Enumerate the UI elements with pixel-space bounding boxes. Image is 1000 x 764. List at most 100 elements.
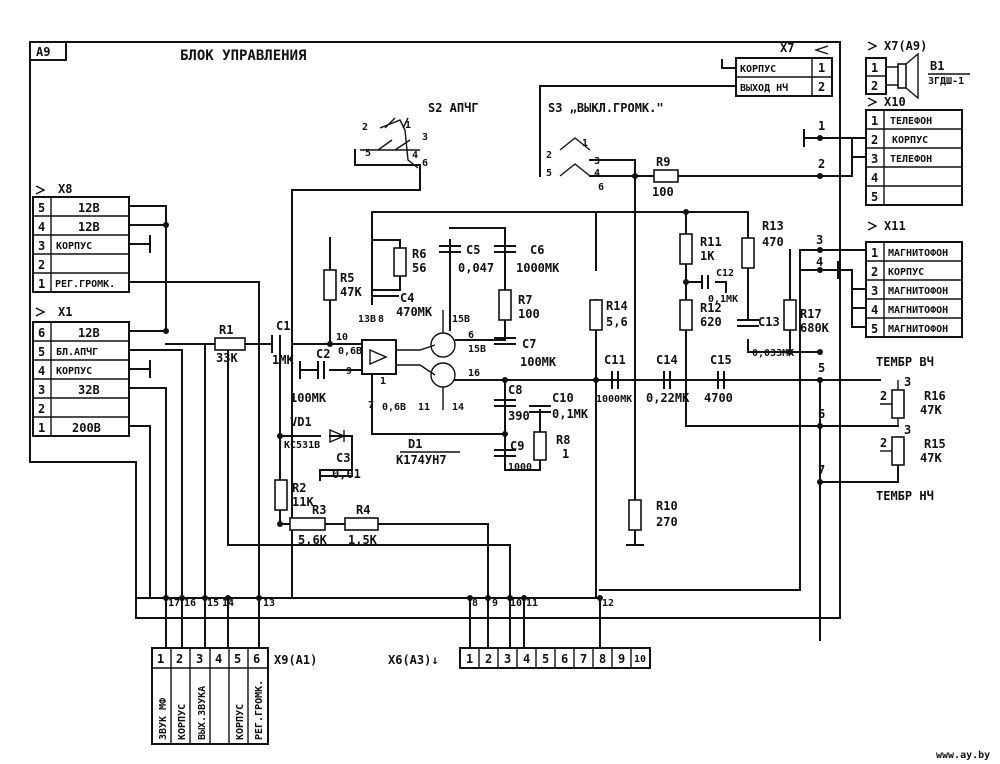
c10-ref: C10 [552, 391, 574, 405]
x9-label: X9(А1) [274, 653, 317, 667]
r16-value: 47К [920, 403, 942, 417]
x9-name: КОРПУС [177, 704, 188, 740]
x10-name: КОРПУС [892, 135, 928, 146]
r13-ref: R13 [762, 219, 784, 233]
s3-label: S3 „ВЫКЛ.ГРОМК." [548, 101, 664, 115]
bass-label: ТЕМБР НЧ [876, 489, 934, 503]
x10-name: ТЕЛЕФОН [890, 154, 932, 165]
r15-ref: R15 [924, 437, 946, 451]
ic-voltage: 13В [358, 314, 376, 325]
ic-pin: 9 [346, 366, 352, 377]
x8-pin: 3 [38, 239, 45, 253]
r3-ref: R3 [312, 503, 326, 517]
r3-value: 5,6К [298, 533, 328, 547]
s3-pin: 1 [582, 138, 588, 149]
capacitors: C1 1МК C2 100МК C3 0,01 C4 470МК C5 0,04… [271, 243, 794, 481]
s2-pin: 1 [405, 120, 411, 131]
resistor-r6 [393, 247, 407, 277]
x8-name: 12В [78, 201, 100, 215]
x6-pin: 5 [542, 652, 549, 666]
c4-value: 470МК [396, 305, 433, 319]
resistor-r17 [783, 299, 797, 331]
potentiometer-r16 [891, 389, 905, 419]
node-label: 15 [207, 598, 219, 609]
ic-pin: 11 [418, 402, 430, 413]
c5-ref: C5 [466, 243, 480, 257]
x9-name: КОРПУС [235, 704, 246, 740]
node-label: 1 [818, 119, 825, 133]
r5-value: 47К [340, 285, 362, 299]
speaker-ref: B1 [930, 59, 944, 73]
bottom-nodes: 17 16 15 14 13 8 9 10 11 12 [163, 595, 614, 649]
c1-ref: C1 [276, 319, 290, 333]
ic-pin: 14 [452, 402, 464, 413]
c1-value: 1МК [272, 353, 294, 367]
c7-ref: C7 [522, 337, 536, 351]
s3-pin: 6 [598, 182, 604, 193]
tone-controls: ТЕМБР ВЧ 3 2 R16 47К 3 2 R15 47К ТЕМБР Н… [818, 355, 946, 503]
r12-value: 620 [700, 315, 722, 329]
x9-pin: 6 [253, 652, 260, 666]
switch-s2: S2 АПЧГ 2 1 3 5 4 6 [291, 101, 479, 599]
r8-value: 1 [562, 447, 569, 461]
c13-value: 0,033МК [752, 348, 794, 359]
module-frame: А9 БЛОК УПРАВЛЕНИЯ [29, 41, 841, 619]
node-label: 7 [818, 463, 825, 477]
x6-pin: 1 [466, 652, 473, 666]
resistor-r5 [323, 269, 337, 301]
x9-name: ЗВУК МФ [158, 698, 169, 740]
x1-label: X1 [58, 305, 72, 319]
connector-x8: X8 5 4 3 2 1 12В 12В КОРПУС РЕГ.ГРОМК. [32, 182, 130, 293]
x10-pin: 3 [871, 152, 878, 166]
x7-pin: 1 [818, 61, 825, 75]
vd1-ref: VD1 [290, 415, 312, 429]
r14-ref: R14 [606, 299, 628, 313]
c3-ref: C3 [336, 451, 350, 465]
ic-pin: 1 [380, 376, 386, 387]
x1-pin: 2 [38, 402, 45, 416]
r10-ref: R10 [656, 499, 678, 513]
x8-name: КОРПУС [56, 241, 92, 252]
x6-pin: 9 [618, 652, 625, 666]
r13-value: 470 [762, 235, 784, 249]
r4-value: 1,5К [348, 533, 378, 547]
c4-ref: C4 [400, 291, 414, 305]
module-id: А9 [36, 45, 50, 59]
x9-name: РЕГ.ГРОМК. [254, 680, 265, 740]
x1-pin: 4 [38, 364, 45, 378]
amplifier-ic-d1 [361, 339, 397, 375]
d1-ref: D1 [408, 437, 422, 451]
x11-name: МАГНИТОФОН [888, 248, 948, 259]
x1-pin: 5 [38, 345, 45, 359]
resistor-r4 [344, 517, 379, 531]
s2-label: S2 АПЧГ [428, 101, 479, 115]
ic-pin: 10 [336, 332, 348, 343]
c12-ref: C12 [716, 268, 734, 279]
x9-pin: 1 [157, 652, 164, 666]
x8-pin: 4 [38, 220, 45, 234]
connector-x1: X1 6 5 4 3 2 1 12В БЛ.АПЧГ КОРПУС 32В 20… [32, 305, 130, 437]
watermark: www.ay.by [936, 750, 990, 761]
ic-voltage: 15В [452, 314, 470, 325]
speaker-type: 3ГДШ-1 [928, 76, 964, 87]
resistor-r10 [628, 499, 642, 531]
signal-wiring [165, 173, 899, 641]
r5-ref: R5 [340, 271, 354, 285]
resistor-r14 [589, 299, 603, 331]
x10-pin: 2 [871, 133, 878, 147]
node-label: 3 [816, 233, 823, 247]
x7-label: X7 [780, 41, 794, 55]
c15-ref: C15 [710, 353, 732, 367]
vd1-value: КС531В [284, 440, 320, 451]
c6-ref: C6 [530, 243, 544, 257]
c7-value: 100МК [520, 355, 557, 369]
r15-value: 47К [920, 451, 942, 465]
pot-pin: 3 [904, 375, 911, 389]
x9-pin: 2 [176, 652, 183, 666]
r6-ref: R6 [412, 247, 426, 261]
x10-pin: 1 [871, 114, 878, 128]
ic-voltage: 15В [468, 344, 486, 355]
node-label: 11 [526, 598, 538, 609]
x7-pin: 2 [818, 80, 825, 94]
x11-name: МАГНИТОФОН [888, 305, 948, 316]
